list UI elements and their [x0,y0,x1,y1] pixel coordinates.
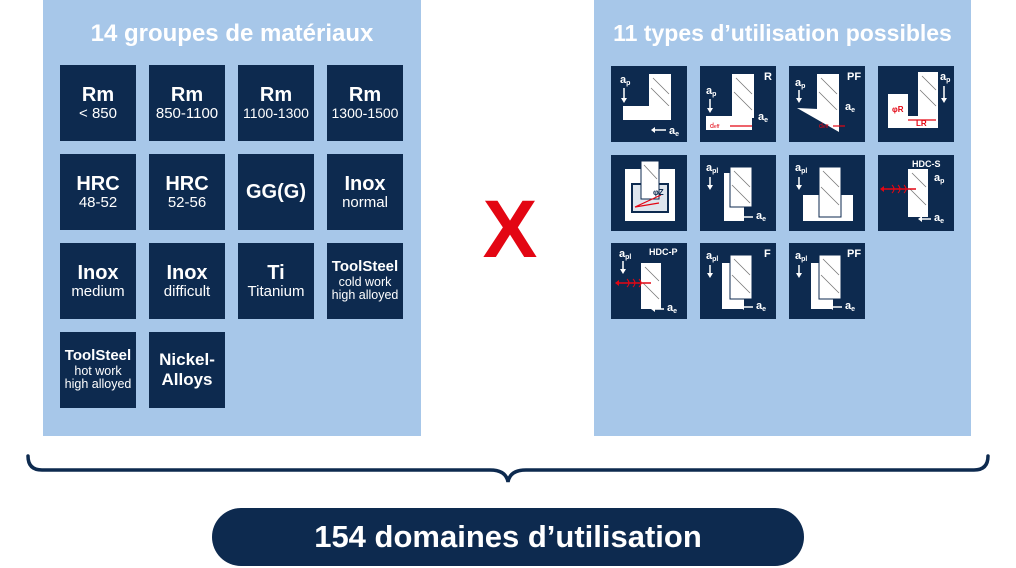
tile-sub: < 850 [79,104,117,122]
usage-title: 11 types d’utilisation possibles [613,20,952,46]
curly-brace-icon [26,454,990,483]
roughing-icon: R ap ae deff [700,66,776,142]
material-tile-inox-difficult: Inox difficult [149,243,225,319]
usage-panel: 11 types d’utilisation possibles ap ae R… [594,0,971,436]
result-banner: 154 domaines d’utilisation [212,508,804,566]
svg-text:ap: ap [940,71,950,84]
svg-text:φZ: φZ [653,188,664,197]
svg-text:R: R [764,71,772,83]
materials-title: 14 groupes de matériaux [90,20,374,47]
svg-text:apl: apl [706,250,718,263]
tile-main: GG(G) [246,181,306,203]
hdc-s-icon: HDC-S ap ae [878,155,954,231]
tile-sub: 52-56 [167,193,207,211]
svg-text:ae: ae [845,101,855,114]
pre-finishing-icon: PF ap ae deff [789,66,865,142]
svg-text:apl: apl [706,162,718,175]
svg-text:HDC-S: HDC-S [912,159,941,169]
tile-main: Ti [267,261,285,284]
svg-text:F: F [764,248,771,260]
svg-text:apl: apl [795,162,807,175]
tile-sub: 1300-1500 [331,105,399,122]
pre-finishing-icon-2: PF apl ae [789,243,865,319]
material-tile-toolsteel-hot: ToolSteel hot work high alloyed [60,332,136,408]
svg-text:deff: deff [710,123,720,130]
material-tile-rm-1300-1500: Rm 1300-1500 [327,65,403,141]
tile-main: HRC [165,172,209,195]
material-tile-rm-850: Rm < 850 [60,65,136,141]
svg-text:apl: apl [619,248,631,261]
svg-text:ap: ap [795,77,805,90]
tile-sub: 48-52 [78,193,118,211]
svg-text:ae: ae [756,210,766,223]
multiply-glyph: X [483,185,538,275]
shoulder-milling-icon: ap ae [611,66,687,142]
material-tile-nickel-alloys: Nickel- Alloys [149,332,225,408]
tile-sub: hot work [74,363,122,378]
material-tile-titanium: Ti Titanium [238,243,314,319]
tile-main: Rm [81,83,115,106]
materials-panel: 14 groupes de matériaux Rm < 850 Rm 850-… [43,0,421,436]
svg-text:ae: ae [758,111,768,124]
tile-main: Rm [170,83,204,106]
tile-sub: Titanium [247,282,305,300]
tile-main: Inox [77,261,119,284]
tile-main: Alloys [161,370,213,389]
svg-text:ae: ae [667,302,677,315]
tile-sub: 850-1100 [155,104,219,122]
svg-text:ae: ae [756,300,766,313]
material-tile-toolsteel-cold: ToolSteel cold work high alloyed [327,243,403,319]
result-text: 154 domaines d’utilisation [314,519,702,554]
svg-text:apl: apl [795,250,807,263]
svg-text:deff: deff [819,123,829,130]
svg-text:PF: PF [847,71,861,83]
tile-main: Rm [348,84,382,107]
tile-sub: medium [71,282,125,300]
tile-main: Inox [344,172,386,195]
material-tile-hrc-52-56: HRC 52-56 [149,154,225,230]
tile-sub: cold work [338,274,392,289]
svg-text:HDC-P: HDC-P [649,247,678,257]
material-tile-rm-850-1100: Rm 850-1100 [149,65,225,141]
hdc-p-icon: apl HDC-P ae [611,243,687,319]
tile-main: Inox [166,261,208,284]
material-tile-gg: GG(G) [238,154,314,230]
slot-milling-icon: apl ae [700,155,776,231]
tile-sub: high alloyed [64,377,132,392]
svg-text:LR: LR [916,119,927,128]
tile-main: HRC [76,172,120,195]
tile-main: ToolSteel [64,347,132,364]
svg-text:ap: ap [706,85,716,98]
material-tile-inox-medium: Inox medium [60,243,136,319]
svg-text:ae: ae [669,125,679,138]
tile-main: Nickel- [159,350,215,370]
tile-main: ToolSteel [331,258,399,275]
ramping-icon: φZ [611,155,687,231]
tile-sub: normal [342,193,388,211]
svg-text:ae: ae [845,300,855,313]
tile-sub: difficult [163,282,211,300]
svg-text:ap: ap [620,74,630,87]
multiply-sign: X [470,184,550,275]
svg-text:ae: ae [934,212,944,225]
material-tile-inox-normal: Inox normal [327,154,403,230]
finishing-icon: F apl ae [700,243,776,319]
tile-sub: 1100-1300 [243,105,309,122]
tile-main: Rm [259,84,293,107]
corner-radius-icon: ap φR LR [878,66,954,142]
svg-text:φR: φR [892,105,904,114]
material-tile-rm-1100-1300: Rm 1100-1300 [238,65,314,141]
side-milling-icon: apl [789,155,865,231]
svg-text:PF: PF [847,248,861,260]
tile-sub: high alloyed [331,288,399,303]
material-tile-hrc-48-52: HRC 48-52 [60,154,136,230]
svg-text:ap: ap [934,172,944,185]
multiply-icon: X [483,184,538,275]
